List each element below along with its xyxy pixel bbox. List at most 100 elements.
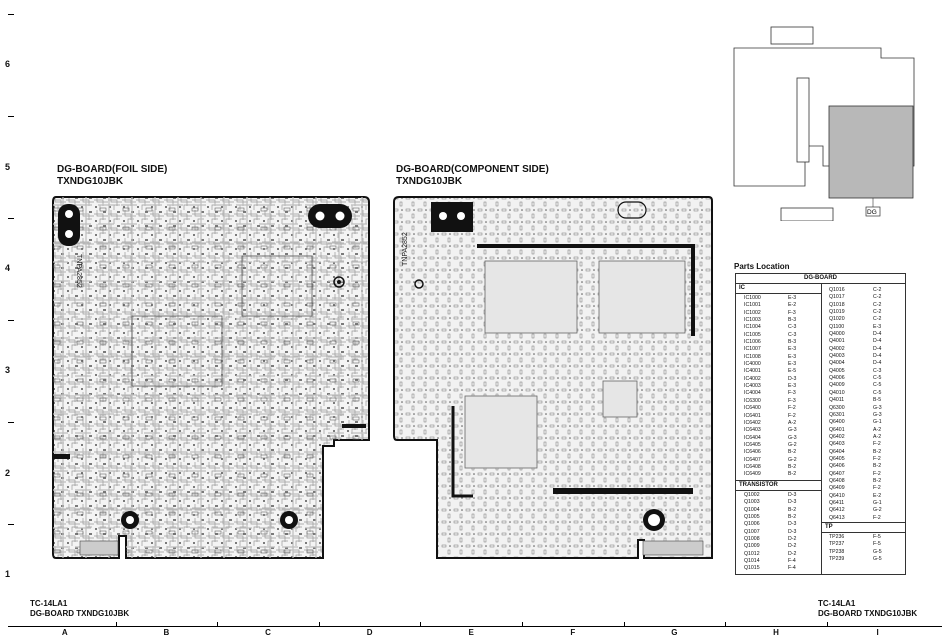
row-label-6: 6 (5, 59, 11, 69)
part-location: E-3 (788, 346, 797, 353)
comp-title-line2: TXNDG10JBK (396, 176, 463, 187)
column-tick (522, 622, 523, 627)
part-location: D-2 (788, 536, 797, 543)
part-ref: Q1015 (744, 565, 760, 572)
part-ref: IC4002 (744, 375, 761, 382)
part-location: F-5 (873, 541, 881, 548)
part-ref: IC6401 (744, 412, 761, 419)
column-label-g: G (671, 628, 678, 637)
column-label-d: D (366, 628, 373, 637)
row-tick (8, 116, 14, 117)
tp-section-label: TP (825, 524, 833, 530)
column-label-i: I (876, 628, 879, 637)
part-ref: Q6402 (829, 433, 845, 440)
part-location: A-2 (873, 433, 882, 440)
part-location: C-2 (873, 294, 882, 301)
part-row: IC1006 B-3 (744, 339, 797, 346)
part-location: B-2 (873, 448, 882, 455)
part-location: G-2 (788, 456, 797, 463)
parts-table-divider (821, 283, 822, 574)
tp-section-rule (822, 532, 905, 533)
part-location: B-3 (788, 339, 797, 346)
ic-section-label: IC (739, 285, 745, 291)
part-location: B-3 (788, 317, 797, 324)
part-location: G-1 (873, 499, 882, 506)
part-location: G-3 (873, 404, 882, 411)
part-location: B-2 (788, 449, 797, 456)
part-ref: IC6403 (744, 427, 761, 434)
part-location: B-2 (788, 514, 797, 521)
part-ref: Q6410 (829, 492, 845, 499)
part-ref: IC6400 (744, 405, 761, 412)
part-location: G-2 (873, 507, 882, 514)
part-location: F-2 (788, 405, 796, 412)
part-location: C-5 (873, 389, 882, 396)
part-ref: Q6408 (829, 477, 845, 484)
part-ref: Q1002 (744, 492, 760, 498)
foil-board-code: TNPA2852 (75, 254, 82, 288)
part-location: F-2 (873, 514, 881, 521)
part-ref: IC1000 (744, 295, 761, 301)
part-ref: Q6400 (829, 419, 845, 426)
footer-left: TC-14LA1 DG-BOARD TXNDG10JBK (30, 599, 129, 619)
column-label-e: E (468, 628, 474, 637)
foil-side-board: TNPA2852 (52, 196, 370, 559)
component-board-code: TNPA2852 (402, 232, 409, 266)
footer-right: TC-14LA1 DG-BOARD TXNDG10JBK (818, 599, 917, 619)
part-location: G-5 (873, 548, 882, 555)
foil-title-line2: TXNDG10JBK (57, 176, 124, 187)
part-location: E-3 (873, 323, 882, 330)
part-ref: IC1006 (744, 339, 761, 346)
part-location: G-3 (788, 434, 797, 441)
part-ref: IC6402 (744, 419, 761, 426)
part-location: A-2 (788, 419, 797, 426)
part-ref: TP238 (829, 548, 845, 555)
part-location: G-2 (788, 441, 797, 448)
part-ref: Q1004 (744, 506, 760, 513)
part-location: F-2 (873, 455, 881, 462)
part-ref: Q1017 (829, 294, 845, 301)
part-ref: IC6300 (744, 397, 761, 404)
part-ref: Q4009 (829, 382, 845, 389)
part-row: IC6405 G-2 (744, 442, 797, 449)
part-location: G-5 (873, 556, 882, 563)
part-ref: IC6405 (744, 441, 761, 448)
part-ref: Q1008 (744, 536, 760, 543)
part-ref: IC4004 (744, 390, 761, 397)
part-ref: IC6406 (744, 449, 761, 456)
column-tick (420, 622, 422, 627)
part-location: E-2 (873, 492, 882, 499)
part-ref: Q4003 (829, 353, 845, 360)
row-tick (8, 524, 14, 525)
part-ref: IC1002 (744, 309, 761, 316)
part-ref: Q1005 (744, 514, 760, 521)
